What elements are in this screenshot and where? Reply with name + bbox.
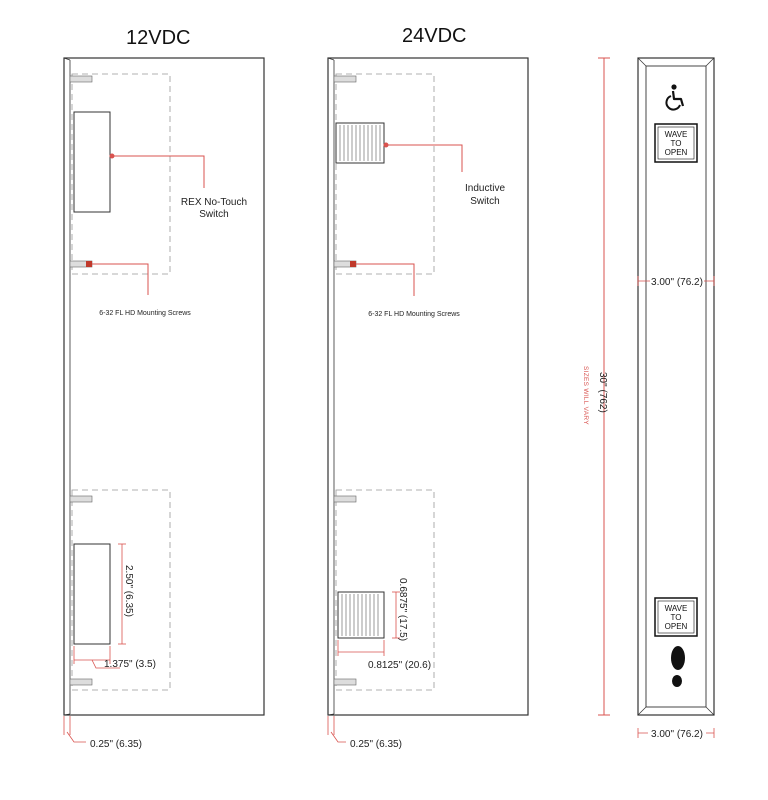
screw (69, 75, 93, 83)
sign-bottom-line3: OPEN (665, 622, 688, 631)
rex-switch-detail (73, 543, 111, 645)
dim-left-offset: 0.25" (6.35) (90, 739, 142, 750)
screws-label-middle: 6-32 FL HD Mounting Screws (368, 311, 460, 318)
screws-label-left: 6-32 FL HD Mounting Screws (99, 310, 191, 317)
front-panel: WAVE TO OPEN 3.00" (76.2) WAVE TO OPEN (637, 57, 715, 716)
footprint-icon (671, 646, 685, 687)
front-width-bottom-dimension: 3.00" (76.2) (637, 726, 715, 740)
dim-mid-offset: 0.25" (6.35) (350, 739, 402, 750)
inductive-label-1: Inductive (465, 183, 505, 194)
screw (333, 75, 357, 83)
screw (69, 260, 93, 268)
accessibility-icon (665, 84, 685, 111)
wave-to-open-sign-top: WAVE TO OPEN (654, 123, 698, 163)
panel-24vdc: Inductive Switch 6-32 FL HD Mounting Scr… (327, 57, 529, 750)
rex-label-1: REX No-Touch (181, 197, 247, 208)
sign-top-line1: WAVE (665, 130, 688, 139)
overall-height-dimension: 30" (762) SIZES WILL VARY (582, 57, 610, 716)
wave-to-open-sign-bottom: WAVE TO OPEN (654, 597, 698, 637)
dim-left-height: 2.50" (6.35) (123, 565, 134, 617)
dim-mid-height: 0.6875" (17.5) (397, 578, 408, 641)
inductive-label-2: Switch (470, 196, 499, 207)
sign-top-line2: TO (671, 139, 682, 148)
screw (69, 495, 93, 503)
screw (333, 260, 357, 268)
screw (333, 678, 357, 686)
title-12vdc: 12VDC (126, 27, 190, 49)
panel-12vdc: REX No-Touch Switch 6-32 FL HD Mounting … (63, 57, 265, 750)
sizes-will-vary-note: SIZES WILL VARY (582, 366, 589, 425)
rex-label-2: Switch (199, 209, 228, 220)
screw (333, 495, 357, 503)
dim-front-width-mid: 3.00" (76.2) (651, 277, 703, 288)
dim-front-width-bottom: 3.00" (76.2) (651, 729, 703, 740)
sign-top-line3: OPEN (665, 148, 688, 157)
inductive-switch-detail (337, 591, 385, 639)
dim-left-width: 1.375" (3.5) (104, 659, 156, 670)
sign-bottom-line1: WAVE (665, 604, 688, 613)
dim-mid-width: 0.8125" (20.6) (368, 660, 431, 671)
screw (69, 678, 93, 686)
rex-switch (73, 111, 111, 213)
title-24vdc: 24VDC (402, 25, 466, 47)
dim-overall-height: 30" (762) (597, 372, 608, 413)
sign-bottom-line2: TO (671, 613, 682, 622)
inductive-switch (335, 122, 385, 164)
